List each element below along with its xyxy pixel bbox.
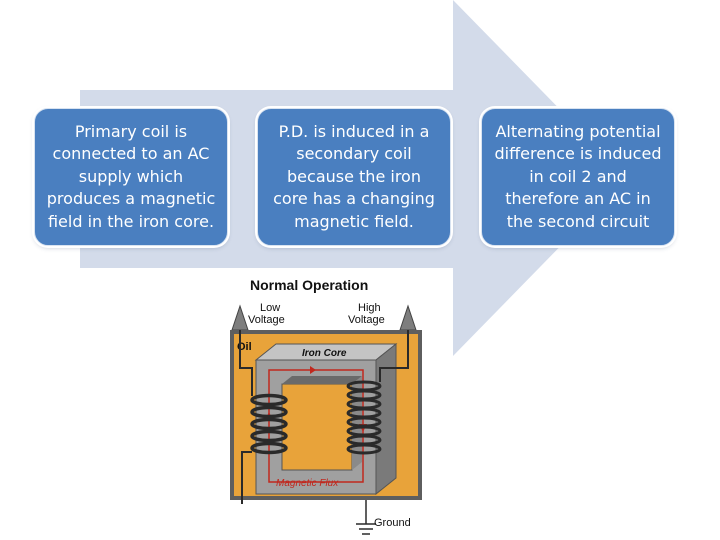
figure-title: Normal Operation bbox=[250, 277, 368, 293]
transformer-illustration: Normal Operation Low Voltage High Voltag… bbox=[230, 277, 422, 535]
magnetic-flux-label: Magnetic Flux bbox=[276, 478, 339, 489]
ground-label: Ground bbox=[374, 517, 411, 529]
low-voltage-bushing bbox=[231, 304, 249, 331]
iron-core-label: Iron Core bbox=[302, 348, 347, 359]
low-voltage-label-1: Low bbox=[260, 302, 280, 314]
high-voltage-bushing bbox=[399, 304, 417, 331]
high-voltage-label-1: High bbox=[358, 302, 381, 314]
step-text-1: Primary coil is connected to an AC suppl… bbox=[46, 121, 216, 231]
step-text-3: Alternating potential difference is indu… bbox=[494, 121, 662, 231]
step-box-1: Primary coil is connected to an AC suppl… bbox=[34, 108, 228, 246]
high-voltage-label-2: Voltage bbox=[348, 314, 385, 326]
step-box-2: P.D. is induced in a secondary coil beca… bbox=[257, 108, 451, 246]
low-voltage-label-2: Voltage bbox=[248, 314, 285, 326]
ground-icon bbox=[356, 500, 376, 535]
secondary-coil bbox=[346, 380, 382, 455]
lead-wires bbox=[239, 330, 409, 504]
primary-coil bbox=[250, 393, 288, 455]
step-text-2: P.D. is induced in a secondary coil beca… bbox=[273, 121, 435, 231]
step-box-3: Alternating potential difference is indu… bbox=[481, 108, 675, 246]
